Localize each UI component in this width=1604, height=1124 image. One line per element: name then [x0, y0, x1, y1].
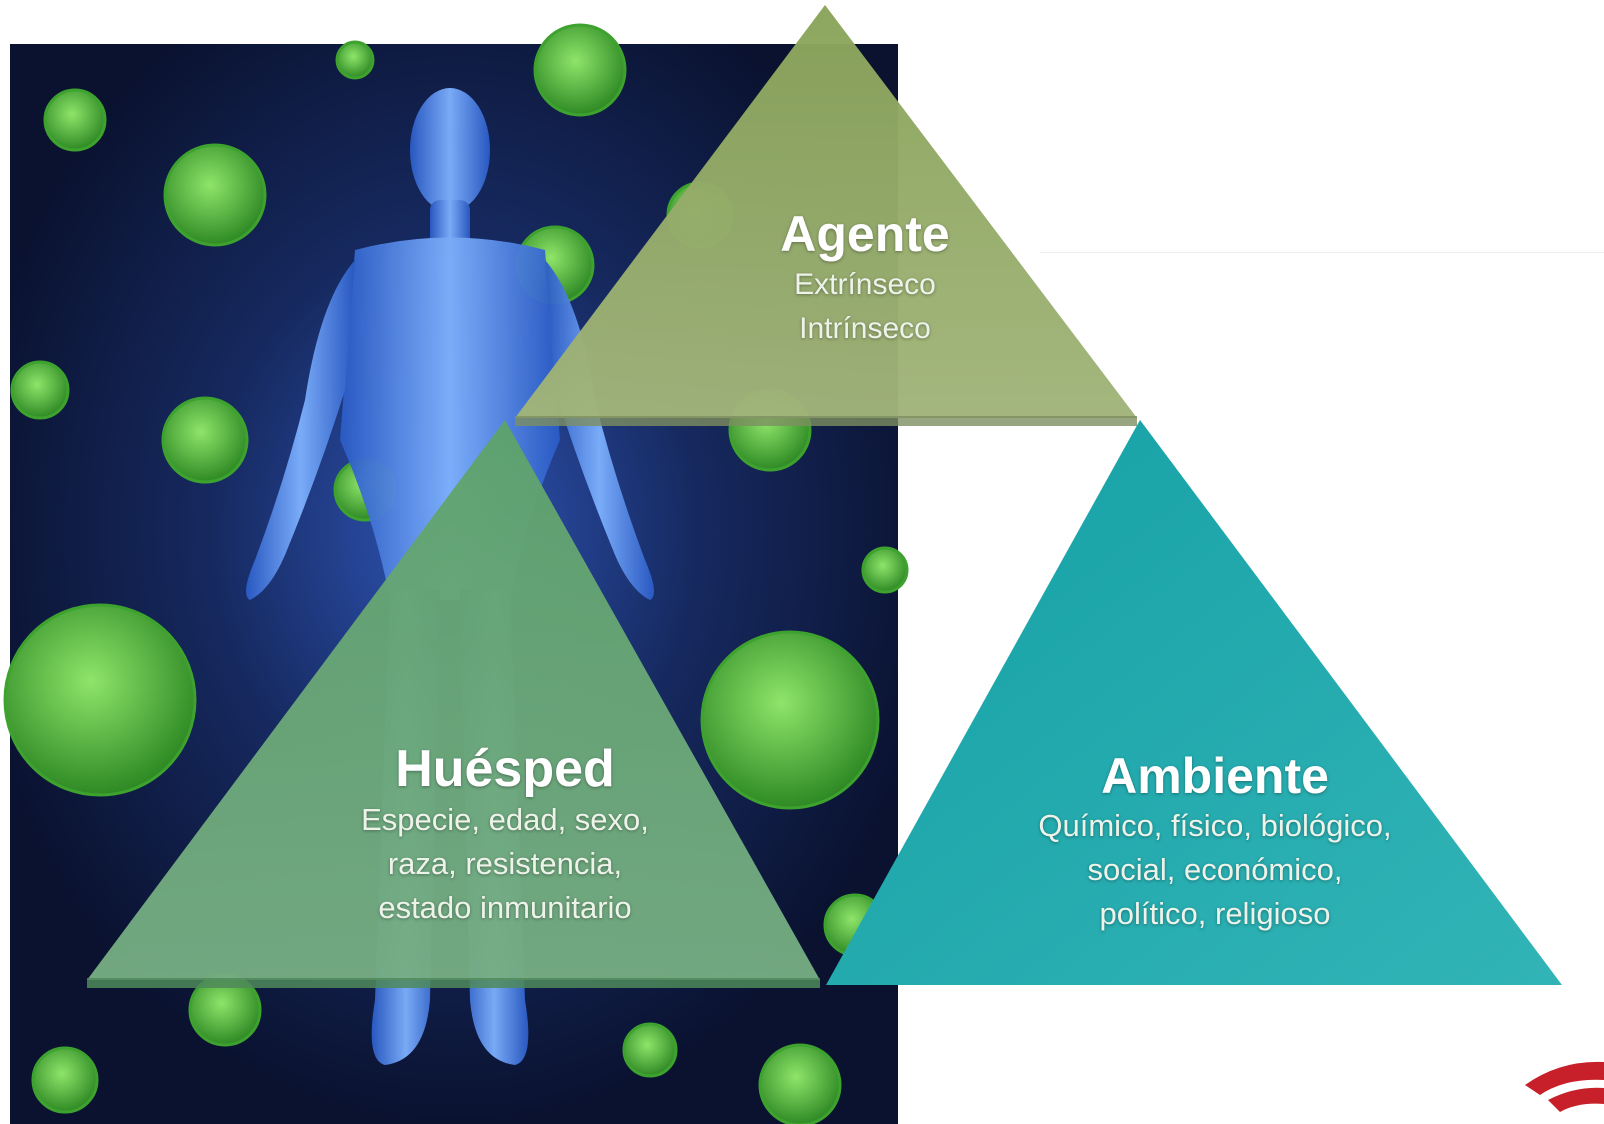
- ambiente-line: Químico, físico, biológico,: [1038, 808, 1392, 843]
- huesped-line: raza, resistencia,: [387, 846, 623, 881]
- huesped-title: Huésped: [395, 740, 615, 798]
- agente-label-group: Agente Extrínseco Intrínseco: [700, 205, 1030, 351]
- ambiente-line: político, religioso: [1099, 896, 1331, 931]
- huesped-line: Especie, edad, sexo,: [361, 802, 649, 837]
- huesped-triangle: [87, 420, 820, 980]
- ambiente-line: social, económico,: [1087, 852, 1343, 887]
- ambiente-triangle: [826, 420, 1562, 985]
- corner-logo: [1525, 1061, 1604, 1112]
- ambiente-label-group: Ambiente Químico, físico, biológico, soc…: [975, 748, 1455, 936]
- virus-icon: [3, 23, 909, 1124]
- virus-particles: [3, 23, 909, 1124]
- agente-title: Agente: [780, 206, 950, 262]
- agente-triangle-base: [515, 416, 1137, 426]
- agente-line: Intrínseco: [799, 312, 931, 345]
- divider-line: [1040, 252, 1604, 253]
- ambiente-title: Ambiente: [1101, 748, 1329, 804]
- agente-line: Extrínseco: [794, 268, 936, 301]
- huesped-label-group: Huésped Especie, edad, sexo, raza, resis…: [290, 740, 720, 930]
- agente-triangle: [515, 5, 1137, 418]
- huesped-line: estado inmunitario: [378, 890, 632, 925]
- huesped-triangle-base: [87, 978, 820, 988]
